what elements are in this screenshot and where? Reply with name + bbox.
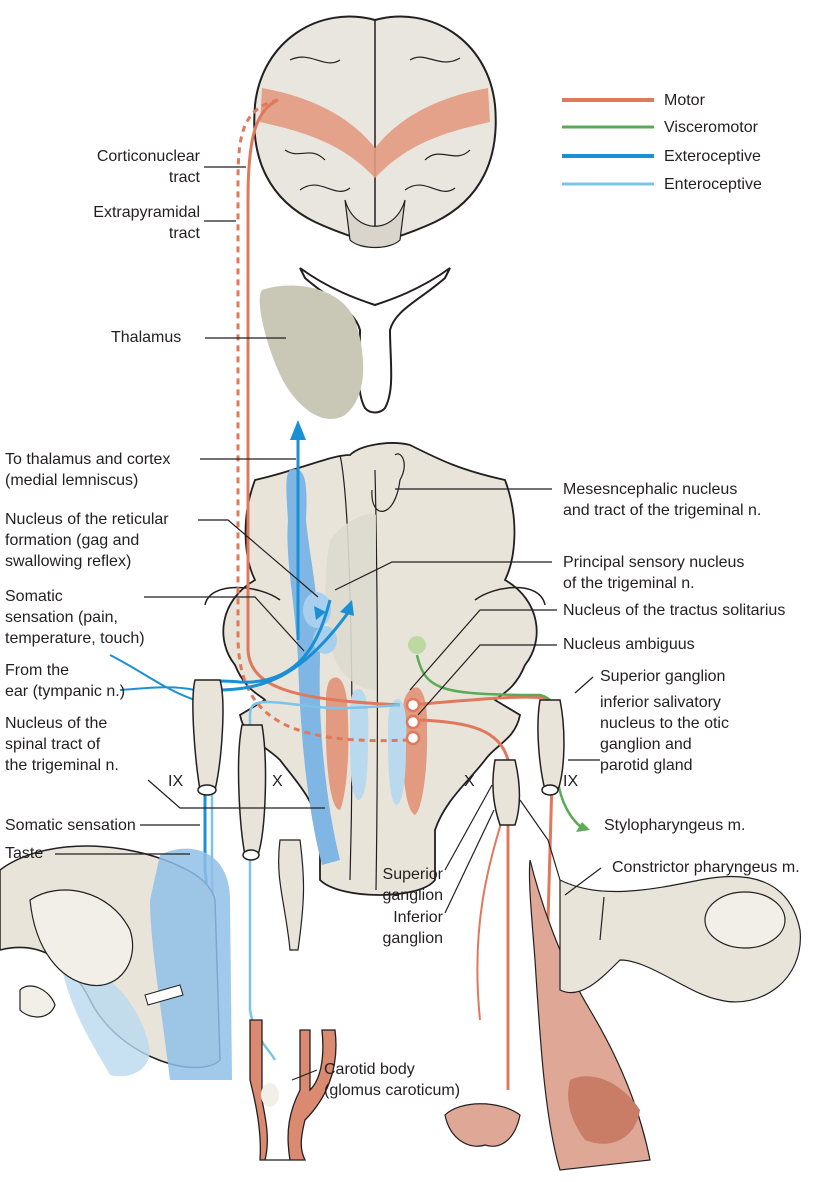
legend-label-exteroceptive: Exteroceptive	[664, 146, 761, 167]
label-superior-ganglion: Superior ganglion	[383, 864, 444, 906]
label-somatic-sensation: Somatic sensation	[5, 815, 136, 836]
label-spinal-tract-trigeminal: Nucleus of the spinal tract of the trige…	[5, 713, 119, 776]
label-nerve-x-left: X	[272, 771, 283, 792]
label-nucleus-tractus-solitarius: Nucleus of the tractus solitarius	[563, 600, 785, 621]
label-somatic-pain: Somatic sensation (pain, temperature, to…	[5, 586, 145, 649]
label-taste: Taste	[5, 843, 43, 864]
label-to-thalamus-cortex: To thalamus and cortex (medial lemniscus…	[5, 449, 170, 491]
label-superior-ganglion-right: Superior ganglion	[600, 666, 725, 687]
label-stylopharyngeus: Stylopharyngeus m.	[604, 815, 745, 836]
legend-label-motor: Motor	[664, 90, 705, 111]
label-corticonuclear-tract: Corticonuclear tract	[97, 146, 200, 188]
label-nerve-ix-left: IX	[168, 771, 183, 792]
legend-swatches	[562, 92, 654, 192]
label-extrapyramidal-tract: Extrapyramidal tract	[93, 202, 200, 244]
pharynx-muscles-illustration	[445, 800, 800, 1170]
label-thalamus: Thalamus	[111, 327, 181, 348]
motor-neuron-cells	[407, 699, 419, 744]
label-mesencephalic-nucleus: Mesesncephalic nucleus and tract of the …	[563, 479, 761, 521]
cerebrum-illustration	[254, 17, 496, 248]
label-reticular-formation: Nucleus of the reticular formation (gag …	[5, 509, 169, 572]
label-nucleus-ambiguus: Nucleus ambiguus	[563, 634, 695, 655]
label-inferior-ganglion: Inferior ganglion	[383, 907, 444, 949]
label-nerve-ix-right: IX	[563, 771, 578, 792]
label-principal-sensory-nucleus: Principal sensory nucleus of the trigemi…	[563, 552, 744, 594]
label-nerve-x-right: X	[464, 771, 475, 792]
label-carotid-body: Carotid body (glomus caroticum)	[324, 1059, 460, 1101]
to-thalamus-arrowhead	[290, 420, 306, 440]
label-salivatory-nucleus: inferior salivatory nucleus to the otic …	[600, 692, 729, 776]
tongue-pharynx-illustration	[0, 846, 232, 1080]
legend-label-visceromotor: Visceromotor	[664, 117, 758, 138]
legend-label-enteroceptive: Enteroceptive	[664, 174, 762, 195]
inferior-salivatory-nucleus	[408, 636, 426, 654]
label-constrictor-pharyngeus: Constrictor pharyngeus m.	[612, 857, 800, 878]
label-from-ear: From the ear (tympanic n.)	[5, 660, 125, 702]
